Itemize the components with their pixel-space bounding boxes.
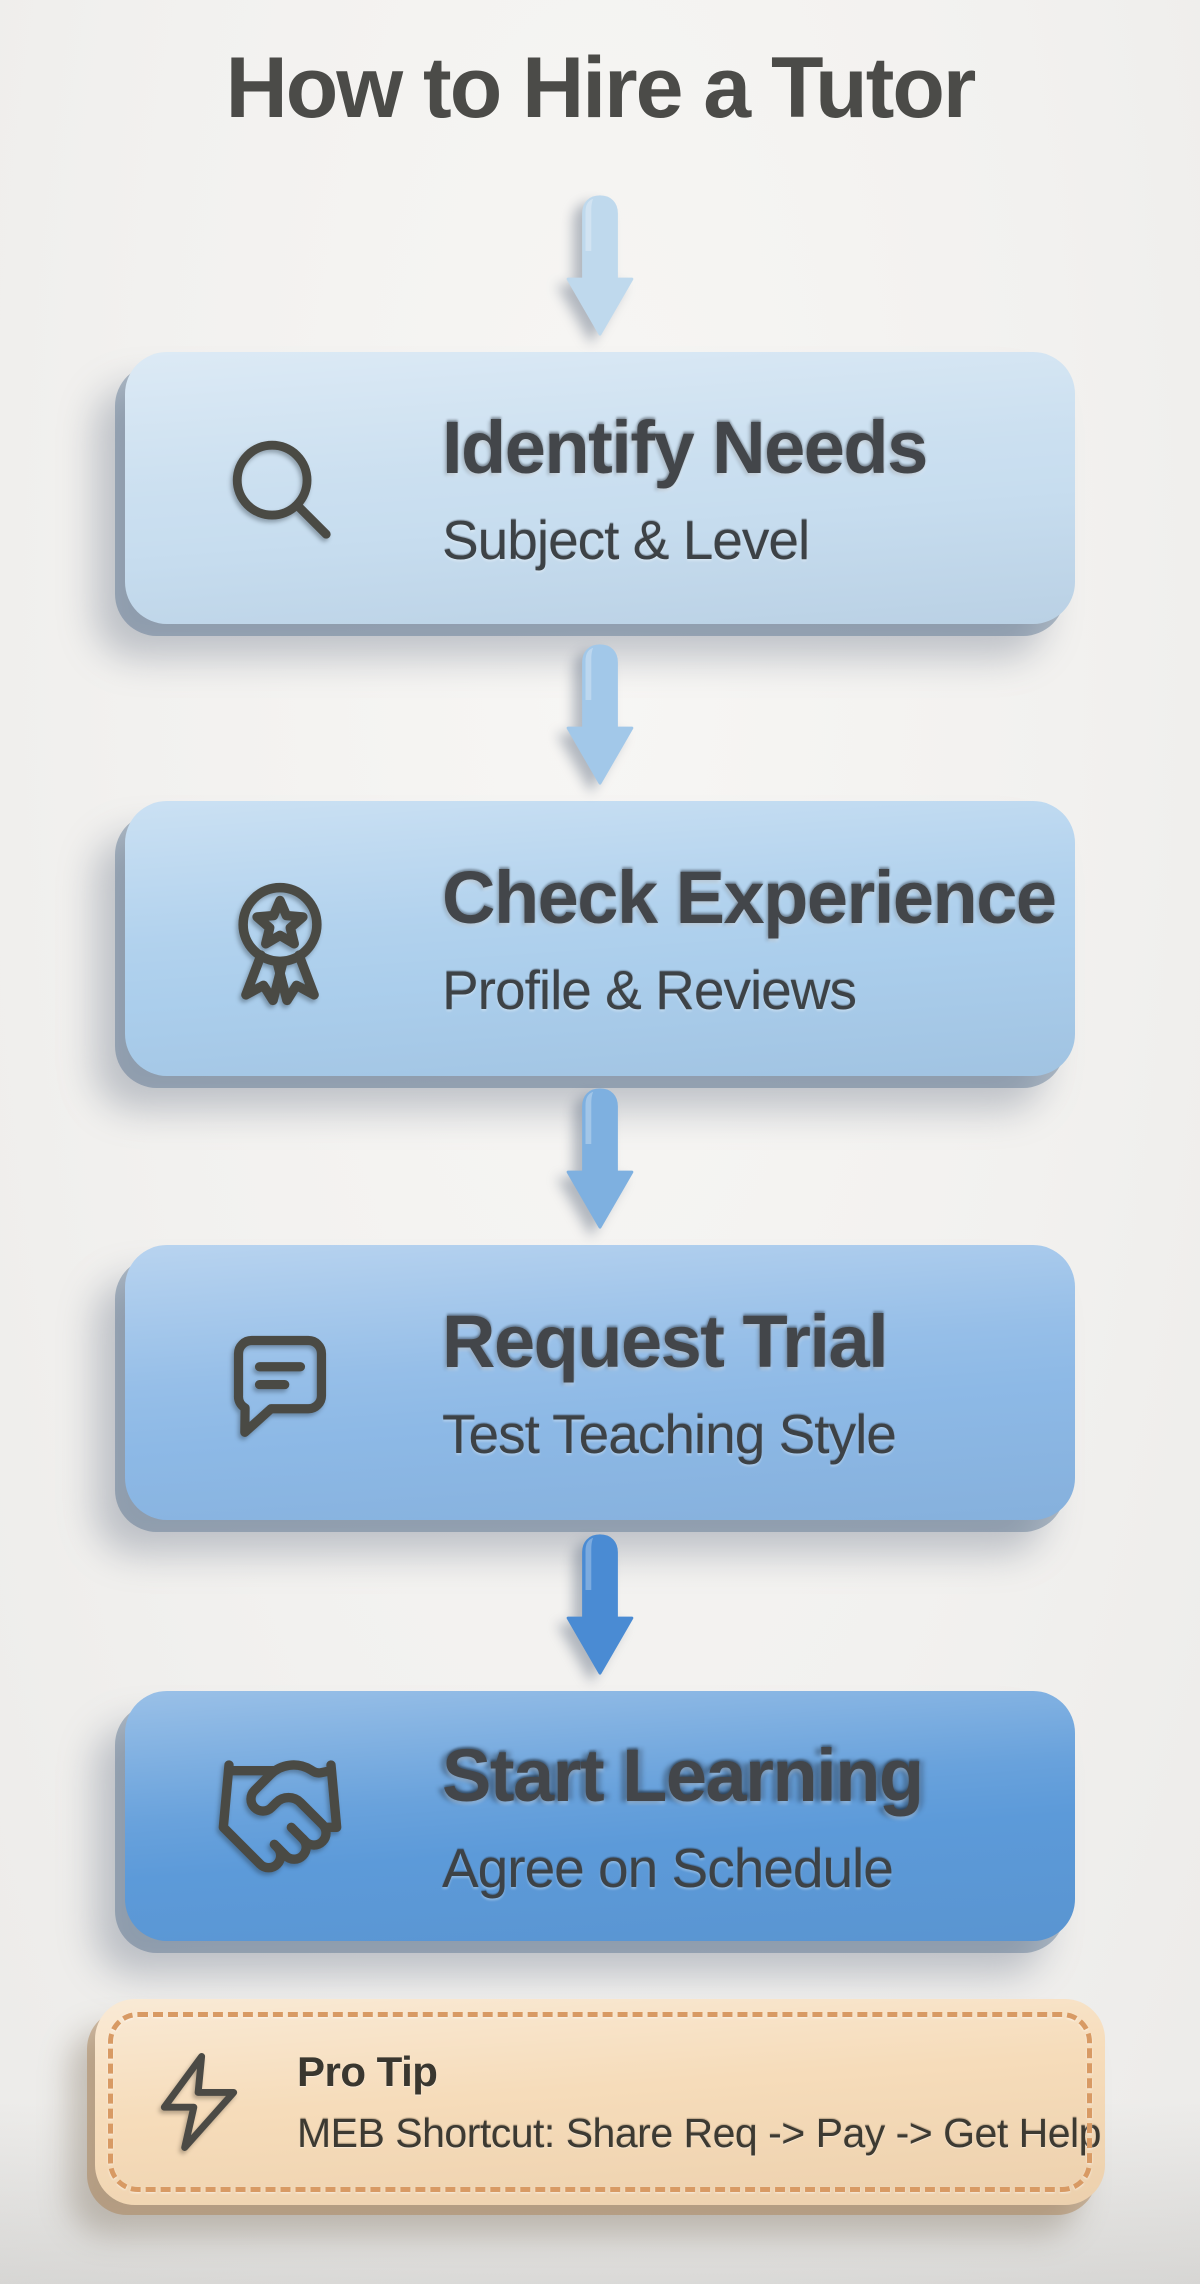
chat-icon xyxy=(210,1308,350,1458)
step-subtitle: Profile & Reviews xyxy=(442,959,857,1021)
search-icon xyxy=(210,413,350,563)
pro-tip-label: Pro Tip xyxy=(297,2047,438,2095)
step-card-check-experience: Check Experience Profile & Reviews xyxy=(125,801,1075,1076)
handshake-icon xyxy=(210,1741,350,1891)
step-subtitle: Agree on Schedule xyxy=(442,1836,894,1899)
step-card-identify-needs: Identify Needs Subject & Level xyxy=(125,352,1075,624)
step-title: Request Trial xyxy=(442,1300,889,1383)
step-title: Start Learning xyxy=(442,1733,924,1817)
step-subtitle: Subject & Level xyxy=(442,508,810,571)
arrow-down-icon xyxy=(559,1532,641,1677)
step-subtitle: Test Teaching Style xyxy=(442,1403,897,1465)
award-icon xyxy=(210,864,350,1014)
page-title: How to Hire a Tutor xyxy=(225,40,977,136)
step-card-start-learning: Start Learning Agree on Schedule xyxy=(125,1691,1075,1941)
lightning-icon xyxy=(143,2023,255,2181)
arrow-down-icon xyxy=(559,1086,641,1231)
pro-tip-card: Pro Tip MEB Shortcut: Share Req -> Pay -… xyxy=(95,1999,1105,2205)
pro-tip-body: MEB Shortcut: Share Req -> Pay -> Get He… xyxy=(297,2109,1101,2156)
arrow-down-icon xyxy=(559,193,641,338)
step-card-request-trial: Request Trial Test Teaching Style xyxy=(125,1245,1075,1520)
step-title: Check Experience xyxy=(442,856,1057,939)
arrow-down-icon xyxy=(559,642,641,787)
step-title: Identify Needs xyxy=(442,405,928,489)
